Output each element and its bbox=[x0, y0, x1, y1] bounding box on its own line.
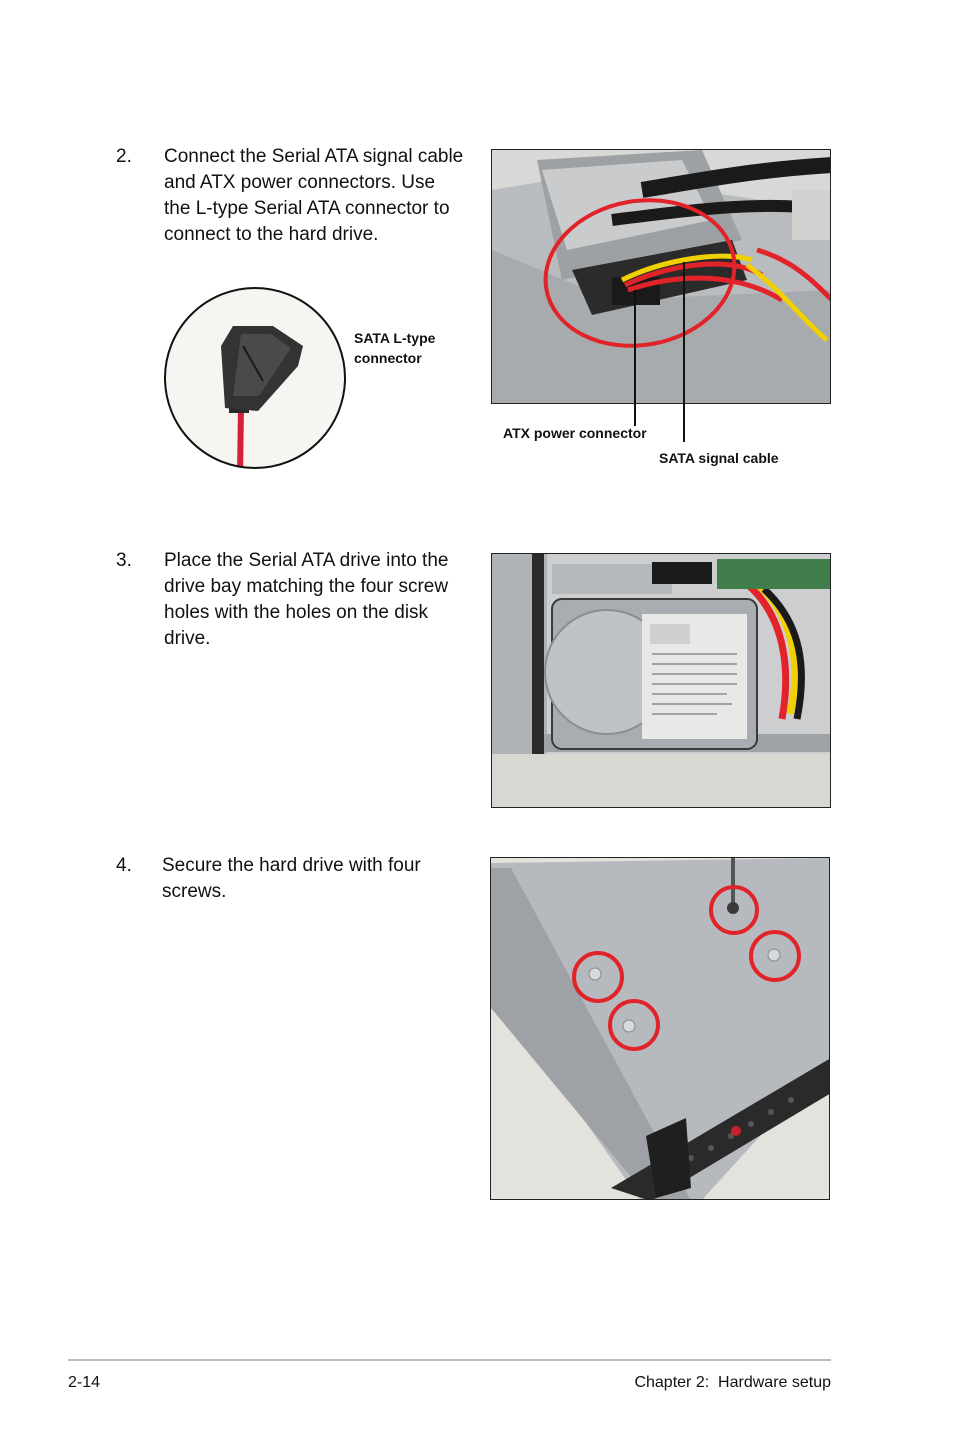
step-2: 2. Connect the Serial ATA signal cable a… bbox=[116, 144, 486, 254]
atx-power-label: ATX power connector bbox=[503, 425, 647, 441]
sata-ltype-label: SATA L-type connector bbox=[354, 328, 435, 368]
label-line: connector bbox=[354, 350, 422, 366]
sata-leader-line bbox=[683, 262, 685, 442]
step-number: 4. bbox=[116, 855, 132, 876]
hard-drive-cables-photo bbox=[491, 149, 831, 404]
step-line: Secure the hard drive with four bbox=[162, 855, 421, 876]
step-text: Place the Serial ATA drive into the driv… bbox=[164, 548, 494, 652]
chapter-title: Chapter 2: Hardware setup bbox=[634, 1374, 831, 1391]
label-line: SATA L-type bbox=[354, 330, 436, 346]
step-line: the L-type Serial ATA connector to bbox=[164, 198, 450, 219]
drive-bay-photo bbox=[491, 553, 831, 808]
page-number: 2-14 bbox=[68, 1374, 101, 1391]
step-line: drive. bbox=[164, 628, 211, 649]
sata-connector-inset bbox=[163, 286, 348, 471]
atx-leader-line bbox=[634, 290, 636, 426]
footer-divider bbox=[68, 1359, 831, 1361]
step-3: 3. Place the Serial ATA drive into the d… bbox=[116, 548, 486, 658]
step-number: 3. bbox=[116, 550, 132, 571]
step-number: 2. bbox=[116, 146, 132, 167]
step-text: Secure the hard drive with four screws. bbox=[162, 853, 492, 905]
step-line: Place the Serial ATA drive into the bbox=[164, 550, 449, 571]
step-line: and ATX power connectors. Use bbox=[164, 172, 436, 193]
step-line: screws. bbox=[162, 881, 227, 902]
step-line: holes with the holes on the disk bbox=[164, 602, 429, 623]
step-4: 4. Secure the hard drive with four screw… bbox=[116, 853, 486, 909]
step-text: Connect the Serial ATA signal cable and … bbox=[164, 144, 494, 248]
drive-screws-photo bbox=[490, 857, 830, 1200]
sata-signal-label: SATA signal cable bbox=[659, 450, 779, 466]
step-line: Connect the Serial ATA signal cable bbox=[164, 146, 464, 167]
step-line: connect to the hard drive. bbox=[164, 224, 379, 245]
step-line: drive bay matching the four screw bbox=[164, 576, 449, 597]
